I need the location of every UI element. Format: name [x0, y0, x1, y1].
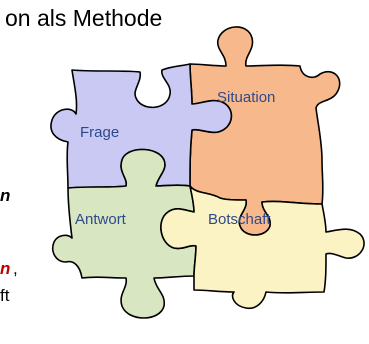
puzzle-piece-frage [50, 63, 233, 189]
text-fragment-2-comma: , [13, 259, 18, 278]
text-fragment-3: ft [0, 286, 10, 305]
piece-label-frage: Frage [80, 124, 119, 141]
slide-title: on als Methode [5, 5, 163, 31]
piece-label-antwort: Antwort [75, 211, 127, 228]
piece-label-botschaft: Botschaft [208, 211, 271, 228]
piece-label-situation: Situation [217, 89, 275, 106]
text-fragment-2-highlight: n [0, 259, 11, 278]
puzzle-piece-botschaft [160, 185, 365, 310]
text-fragment-1: n [0, 186, 11, 205]
